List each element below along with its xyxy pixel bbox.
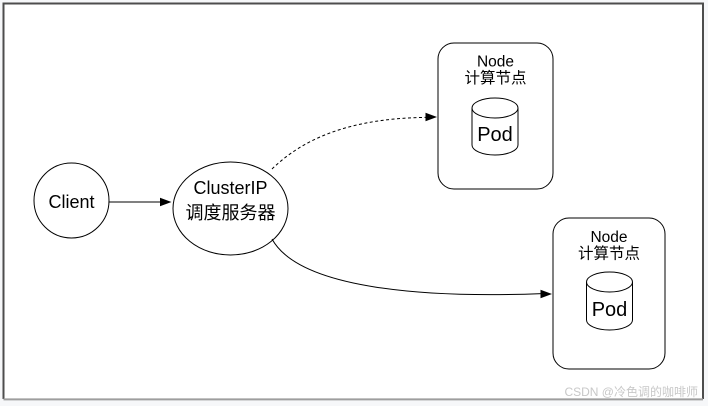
frame-border [2,2,704,399]
node-top-group: Node 计算节点 Pod [437,42,554,190]
node-bottom-pod-cylinder-top [586,271,633,293]
node-top-pod-cylinder-top [471,97,519,119]
client-label: Client [48,192,94,212]
clusterip-to-node-top-arrowhead [425,112,437,122]
node-top-title: Node [477,54,514,71]
node-bottom-subtitle: 计算节点 [578,244,640,263]
clusterip-to-node-bottom-arrowhead [540,289,552,299]
client-to-clusterip-arrowhead [160,197,172,207]
client-circle [33,162,110,239]
node-bottom-pod-label: Pod [592,299,628,321]
clusterip-to-node-bottom-arrow [271,238,543,296]
clusterip-title: ClusterIP [193,178,267,198]
clusterip-ellipse [172,161,289,256]
node-top-pod-cylinder [471,108,519,156]
clusterip-subtitle: 调度服务器 [186,203,276,223]
node-bottom-title: Node [590,229,627,246]
node-bottom-pod-cylinder [586,282,633,331]
node-bottom-group: Node 计算节点 Pod [552,217,666,370]
watermark-text: CSDN @冷色调的咖啡师 [564,384,698,399]
node-top-subtitle: 计算节点 [464,68,526,87]
node-top-pod-label: Pod [477,124,513,146]
